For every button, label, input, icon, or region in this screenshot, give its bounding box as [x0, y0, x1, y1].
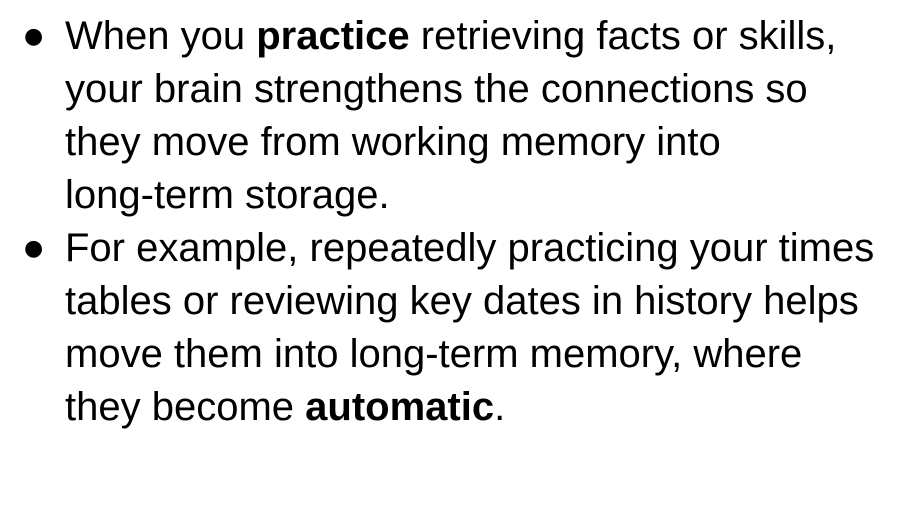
text-run-bold: automatic [305, 385, 495, 429]
text-line: When you practice retrieving facts or sk… [65, 10, 836, 63]
text-line: tables or reviewing key dates in history… [65, 279, 859, 323]
bullet-icon: ● [24, 236, 44, 261]
bullet-item: ● When you practice retrieving facts or … [24, 10, 900, 222]
text-line: long-term storage. [65, 173, 390, 217]
text-line: they move from working memory into [65, 120, 721, 164]
bullet-icon: ● [24, 24, 44, 49]
bullet-item: ● For example, repeatedly practicing you… [24, 222, 900, 434]
text-run: retrieving facts or skills, [409, 14, 837, 58]
text-line: your brain strengthens the connections s… [65, 67, 808, 111]
text-run: When you [65, 14, 257, 58]
text-line: they become automatic. [65, 381, 874, 434]
text-run: they become [65, 385, 306, 429]
text-run: . [494, 385, 506, 429]
text-run-bold: practice [256, 14, 410, 58]
text-line: move them into long-term memory, where [65, 332, 803, 376]
bullet-text: When you practice retrieving facts or sk… [65, 10, 836, 222]
bullet-text: For example, repeatedly practicing your … [65, 222, 874, 434]
text-line: For example, repeatedly practicing your … [65, 226, 875, 270]
